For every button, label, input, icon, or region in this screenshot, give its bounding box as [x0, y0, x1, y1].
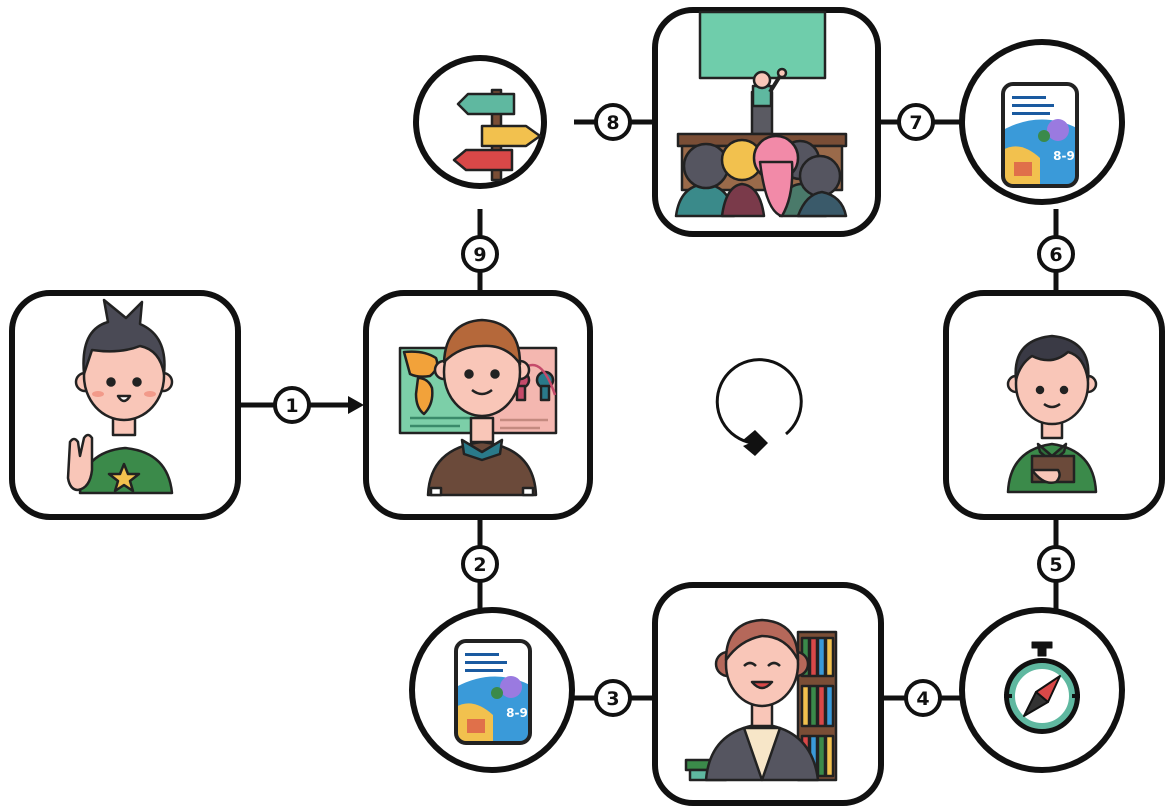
edge-badge-1: 1 [273, 386, 311, 424]
cycle-arrow-icon [715, 358, 803, 456]
textbook-icon: 8-9 [1001, 82, 1079, 188]
edge-badge-label: 8 [606, 112, 619, 134]
librarian-icon [684, 618, 838, 782]
edge-badge-4: 4 [904, 679, 942, 717]
edge-badge-7: 7 [897, 103, 935, 141]
edge-badge-label: 2 [473, 554, 486, 576]
node-frames [9, 7, 1165, 806]
edge-badge-label: 4 [916, 688, 929, 710]
edge-badge-circle [461, 235, 499, 273]
compass-icon [1004, 641, 1080, 734]
textbook-grade-label-upper: 8-9 [1053, 149, 1075, 163]
edge-badge-circle [594, 103, 632, 141]
edge-badge-3: 3 [594, 679, 632, 717]
student-pointing-icon [66, 298, 174, 495]
textbook-icon: 8-9 [454, 639, 532, 745]
connectors [238, 119, 1059, 701]
reading-student-icon [1006, 334, 1098, 494]
edge-badge-9: 9 [461, 235, 499, 273]
edge-badge-circle [904, 679, 942, 717]
edge-badge-circle [594, 679, 632, 717]
edge-badge-circle [1037, 235, 1075, 273]
edge-badge-label: 3 [606, 688, 619, 710]
signpost-icon [452, 88, 542, 182]
edge-badge-label: 7 [909, 112, 922, 134]
edge-badge-circle [461, 545, 499, 583]
edge-badge-circle [273, 386, 311, 424]
edge-badge-6: 6 [1037, 235, 1075, 273]
presentation-icon [674, 10, 848, 218]
edge-badge-label: 1 [285, 395, 298, 417]
textbook-grade-label-lower: 8-9 [506, 706, 528, 720]
edge-badge-label: 5 [1049, 554, 1062, 576]
edge-badge-2: 2 [461, 545, 499, 583]
geography-teacher-icon [398, 318, 558, 497]
edge-badge-label: 9 [473, 244, 486, 266]
edge-badge-circle [897, 103, 935, 141]
edge-badge-8: 8 [594, 103, 632, 141]
edge-badges: 1 2 3 4 5 6 7 8 9 [273, 103, 1075, 717]
edge-badge-5: 5 [1037, 545, 1075, 583]
edge-1-arrowhead [348, 396, 364, 414]
edge-badge-label: 6 [1049, 244, 1062, 266]
edge-badge-circle [1037, 545, 1075, 583]
